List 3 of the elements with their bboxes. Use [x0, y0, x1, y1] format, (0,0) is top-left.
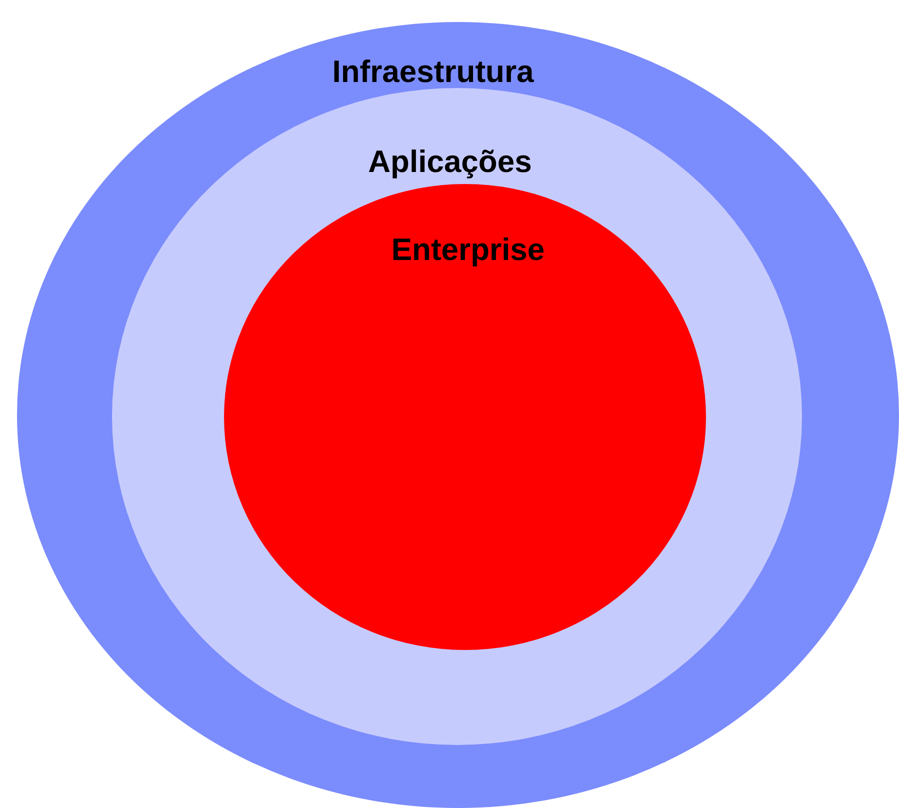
- ellipse-label: Enterprise: [391, 234, 545, 265]
- ellipse-label: Aplicações: [368, 146, 532, 177]
- ellipse-label: Infraestrutura: [332, 56, 534, 87]
